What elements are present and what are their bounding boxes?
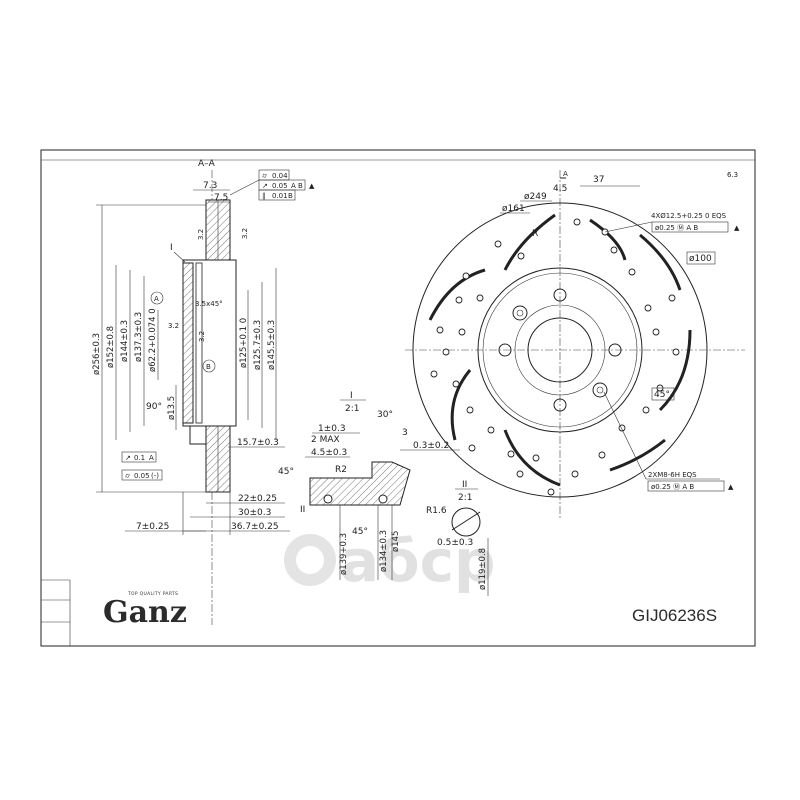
svg-text:∥: ∥ xyxy=(262,192,266,200)
svg-text:A: A xyxy=(563,170,568,178)
detail-II: II 2:1 R1.6 0.5±0.3 ø119±0.8 xyxy=(426,480,489,596)
svg-text:3.2: 3.2 xyxy=(198,331,206,342)
svg-text:3.2: 3.2 xyxy=(241,228,249,239)
svg-text:2 MAX: 2 MAX xyxy=(311,435,340,445)
svg-text:45°: 45° xyxy=(654,390,670,400)
front-view: A ø161 ø249 4.5 37 R ø100 45° 6.3 4XØ12.… xyxy=(405,170,745,520)
svg-text:⌭: ⌭ xyxy=(125,472,130,480)
svg-text:ø119±0.8: ø119±0.8 xyxy=(478,548,488,590)
drill-holes xyxy=(430,218,680,496)
svg-text:ø139+0.3: ø139+0.3 xyxy=(339,533,349,575)
svg-text:37: 37 xyxy=(593,175,604,185)
svg-text:3.2: 3.2 xyxy=(168,322,179,330)
svg-text:0.3±0.2: 0.3±0.2 xyxy=(413,441,449,451)
svg-text:I: I xyxy=(350,391,353,401)
svg-text:II: II xyxy=(462,480,467,490)
svg-text:ø13.5: ø13.5 xyxy=(167,396,177,420)
svg-text:A: A xyxy=(149,454,154,462)
svg-text:30±0.3: 30±0.3 xyxy=(238,508,271,518)
part-number: GIJ06236S xyxy=(632,606,717,625)
watermark-text: aбcp xyxy=(340,527,496,595)
svg-text:3: 3 xyxy=(402,428,408,438)
section-title: A–A xyxy=(198,159,216,169)
center-bore xyxy=(527,317,593,383)
svg-text:0.04: 0.04 xyxy=(272,172,288,180)
section-view: A–A 7.3 7.5 ⌭ 0.04 ↗ 0.05 A B ▲ ∥ xyxy=(92,159,315,625)
svg-text:45°: 45° xyxy=(278,467,294,477)
svg-text:↗: ↗ xyxy=(262,182,268,190)
svg-text:ø137.3±0.3: ø137.3±0.3 xyxy=(134,312,144,362)
angle-90: 90° xyxy=(146,402,162,412)
svg-text:▲: ▲ xyxy=(734,224,740,232)
svg-text:ø62.2+0.074 0: ø62.2+0.074 0 xyxy=(148,308,158,372)
svg-text:0.05: 0.05 xyxy=(272,182,288,190)
chamfer-label: 3.5x45° xyxy=(195,300,223,308)
svg-text:ø152±0.8: ø152±0.8 xyxy=(106,326,116,368)
svg-text:▲: ▲ xyxy=(728,483,734,491)
datum-A: A xyxy=(154,295,159,303)
svg-text:(-): (-) xyxy=(151,472,159,480)
svg-text:ø145.5±0.3: ø145.5±0.3 xyxy=(267,320,277,370)
svg-text:4.5±0.3: 4.5±0.3 xyxy=(311,448,347,458)
svg-text:3.2: 3.2 xyxy=(197,229,205,240)
svg-text:▲: ▲ xyxy=(309,182,315,190)
rotor-outer-circle xyxy=(412,202,708,498)
datum-B: B xyxy=(206,363,211,371)
svg-text:1±0.3: 1±0.3 xyxy=(318,424,346,434)
svg-text:R2: R2 xyxy=(335,465,347,475)
svg-text:2:1: 2:1 xyxy=(458,493,472,503)
title-block: TOP QUALITY PARTS Ganz GIJ06236S xyxy=(103,591,717,630)
brand-tagline: TOP QUALITY PARTS xyxy=(127,591,178,597)
svg-text:22±0.25: 22±0.25 xyxy=(238,494,277,504)
svg-text:ø134±0.3: ø134±0.3 xyxy=(379,530,389,572)
svg-text:30°: 30° xyxy=(377,410,393,420)
rotor-slots xyxy=(428,213,692,487)
svg-text:ø125.7±0.3: ø125.7±0.3 xyxy=(253,320,263,370)
svg-text:0.5±0.3: 0.5±0.3 xyxy=(437,538,473,548)
svg-text:0.01: 0.01 xyxy=(272,192,288,200)
svg-text:36.7±0.25: 36.7±0.25 xyxy=(231,522,279,532)
svg-text:R1.6: R1.6 xyxy=(426,506,447,516)
dim-d100: ø100 xyxy=(689,254,712,264)
svg-text:↗: ↗ xyxy=(125,454,131,462)
svg-text:R: R xyxy=(532,229,538,239)
vertical-dimensions: ø256±0.3 ø152±0.8 ø144±0.3 ø137.3±0.3 ø6… xyxy=(92,204,277,493)
svg-text:6.3: 6.3 xyxy=(727,171,738,179)
svg-text:ø145: ø145 xyxy=(391,531,401,552)
svg-text:⌭: ⌭ xyxy=(262,172,267,180)
svg-text:0.1: 0.1 xyxy=(134,454,145,462)
svg-text:ø0.25 Ⓜ A B: ø0.25 Ⓜ A B xyxy=(655,224,698,232)
callout-4-holes: 4XØ12.5+0.25 0 EQS xyxy=(651,212,727,220)
drawing-frame xyxy=(40,149,756,647)
detail-marker-I: I xyxy=(170,243,173,253)
brand-logo: Ganz xyxy=(103,595,187,630)
svg-text:B: B xyxy=(288,192,293,200)
tolerance-frames-top: ⌭ 0.04 ↗ 0.05 A B ▲ ∥ 0.01 B xyxy=(229,169,315,201)
lug-holes xyxy=(498,288,622,412)
detail-I-profile xyxy=(309,461,411,506)
svg-text:2:1: 2:1 xyxy=(345,404,359,414)
horizontal-dimensions: 15.7±0.3 22±0.25 30±0.3 7±0.25 36.7±0.25 xyxy=(125,438,290,535)
svg-text:4.5: 4.5 xyxy=(553,184,567,194)
svg-text:ø0.25 Ⓜ A B: ø0.25 Ⓜ A B xyxy=(651,483,694,491)
svg-text:A B: A B xyxy=(291,182,303,190)
svg-text:ø249: ø249 xyxy=(524,192,547,202)
svg-text:7±0.25: 7±0.25 xyxy=(136,522,169,532)
callout-2-holes: 2XM8-6H EQS xyxy=(648,471,697,479)
svg-text:45°: 45° xyxy=(352,527,368,537)
svg-text:15.7±0.3: 15.7±0.3 xyxy=(237,438,279,448)
watermark: aбcp xyxy=(284,527,496,595)
detail-I: I 2:1 1±0.3 2 MAX 4.5±0.3 30° 3 0.3±0.2 … xyxy=(278,391,460,580)
svg-text:ø144±0.3: ø144±0.3 xyxy=(120,320,130,362)
svg-text:ø125+0.1 0: ø125+0.1 0 xyxy=(239,318,249,368)
dim-7-5: 7.5 xyxy=(214,193,228,203)
svg-text:0.05: 0.05 xyxy=(134,472,150,480)
dim-7-3: 7.3 xyxy=(203,181,217,191)
svg-text:ø161: ø161 xyxy=(502,204,525,214)
svg-text:ø256±0.3: ø256±0.3 xyxy=(92,333,102,375)
detail-II-marker: II xyxy=(300,505,305,515)
